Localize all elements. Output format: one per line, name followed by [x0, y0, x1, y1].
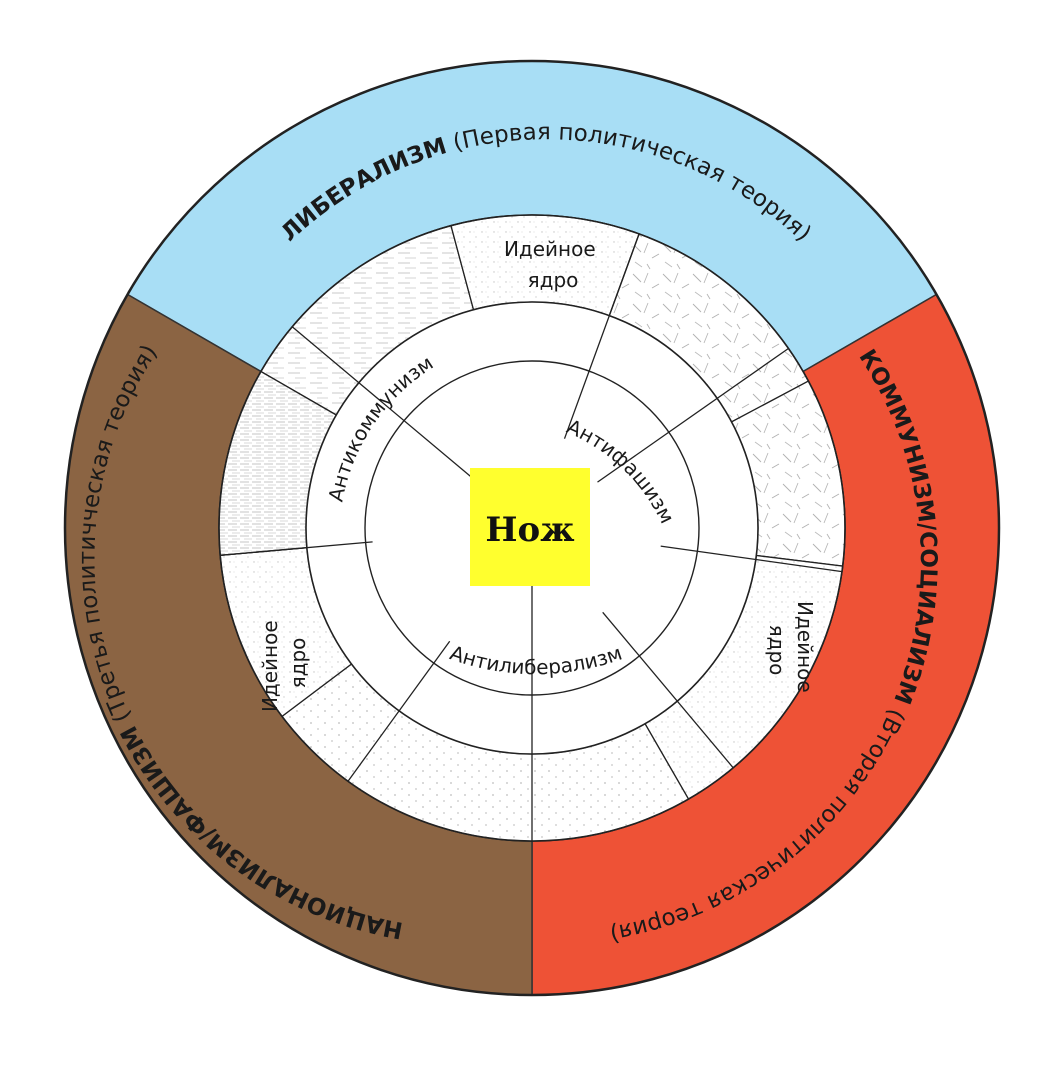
outer-border — [63, 59, 1001, 997]
core-label-left-line1: Идейное — [258, 620, 282, 712]
outer-ring — [63, 59, 1001, 997]
core-label-right-line2: ядро — [765, 625, 789, 676]
core-label-top-line1: Идейное — [504, 237, 596, 261]
middle-ring-sectors — [218, 214, 846, 842]
core-label-right-line1: Идейное — [793, 601, 817, 693]
divider-right — [660, 545, 843, 573]
divider-antifa-top — [563, 233, 640, 439]
divider-left — [220, 541, 373, 556]
core-label-top-line2: ядро — [528, 268, 579, 292]
core-label-right: Идейное ядро — [765, 601, 817, 699]
center-label: Нож — [485, 510, 574, 550]
core-label-top: Идейное ядро — [504, 237, 602, 292]
sector-core-top — [450, 214, 640, 317]
divider-antifa — [597, 347, 789, 483]
core-label-left: Идейное ядро — [258, 614, 310, 712]
divider-bottom-left — [347, 640, 451, 782]
divider-bottom-right — [602, 611, 734, 769]
core-label-left-line2: ядро — [286, 638, 310, 689]
center-box — [470, 468, 590, 586]
divider-anticom — [291, 326, 479, 484]
